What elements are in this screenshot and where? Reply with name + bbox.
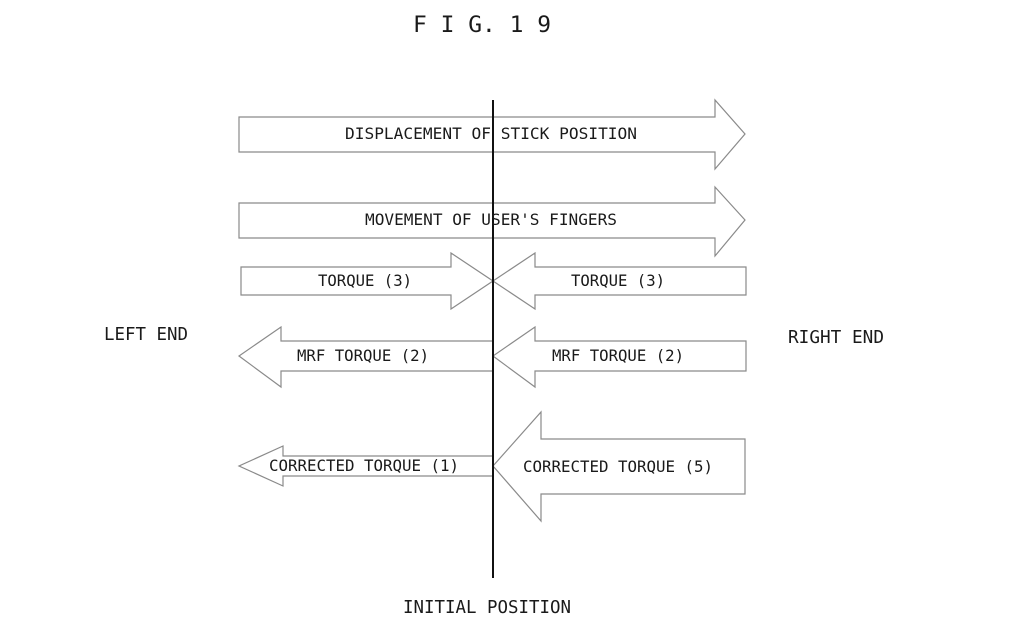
right-end-label: RIGHT END xyxy=(788,327,884,348)
mrf-right-label: MRF TORQUE (2) xyxy=(552,346,684,365)
torque3-left-label: TORQUE (3) xyxy=(318,271,412,290)
torque3-right-arrow xyxy=(491,251,747,311)
corrected5-label: CORRECTED TORQUE (5) xyxy=(523,457,713,476)
torque3-right-label: TORQUE (3) xyxy=(571,271,665,290)
torque3-left-arrow xyxy=(240,251,495,311)
displacement-label: DISPLACEMENT OF STICK POSITION xyxy=(345,124,637,143)
fingers-label: MOVEMENT OF USER'S FINGERS xyxy=(365,210,617,229)
initial-position-label: INITIAL POSITION xyxy=(403,597,571,618)
corrected1-label: CORRECTED TORQUE (1) xyxy=(269,456,459,475)
left-end-label: LEFT END xyxy=(104,324,188,345)
mrf-right-arrow xyxy=(491,325,747,389)
corrected1-arrow xyxy=(237,445,494,487)
corrected5-arrow xyxy=(492,410,746,523)
mrf-left-arrow xyxy=(237,325,494,389)
figure-title: F I G. 1 9 xyxy=(413,13,551,38)
mrf-left-label: MRF TORQUE (2) xyxy=(297,346,429,365)
